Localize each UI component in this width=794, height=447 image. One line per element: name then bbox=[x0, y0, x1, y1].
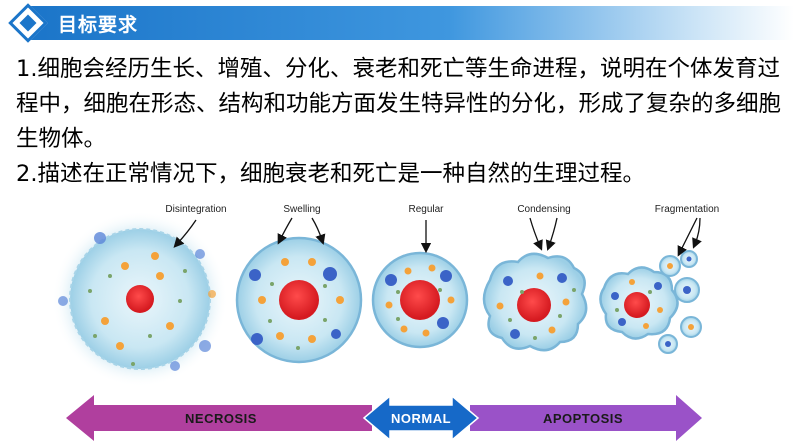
header-bar bbox=[28, 6, 794, 40]
band-label-normal: NORMAL bbox=[390, 411, 452, 426]
section-title: 目标要求 bbox=[58, 14, 139, 36]
band-label-apoptosis: APOPTOSIS bbox=[542, 411, 624, 426]
band-label-necrosis: NECROSIS bbox=[185, 411, 257, 426]
stage-label-condensing: Condensing bbox=[517, 204, 571, 215]
cell-death-illustration bbox=[52, 211, 702, 442]
pointer-arrows bbox=[173, 217, 702, 257]
section-header: 目标要求 bbox=[0, 0, 794, 44]
cell-swelling bbox=[235, 236, 363, 364]
stage-label-fragmentation: Fragmentation bbox=[654, 204, 720, 215]
cell-fragmentation bbox=[599, 250, 702, 354]
cell-regular bbox=[371, 251, 469, 349]
objective-2: 2.描述在正常情况下，细胞衰老和死亡是一种自然的生理过程。 bbox=[16, 161, 645, 187]
necrosis-arrow bbox=[66, 395, 372, 441]
normal-arrow bbox=[362, 394, 480, 442]
stage-label-regular: Regular bbox=[408, 204, 444, 215]
apoptosis-arrow bbox=[470, 395, 702, 441]
cell-condensing bbox=[482, 252, 588, 352]
stage-label-swelling: Swelling bbox=[283, 204, 321, 215]
objective-1: 1.细胞会经历生长、增殖、分化、衰老和死亡等生命进程，说明在个体发育过程中，细胞… bbox=[16, 56, 782, 152]
stage-label-disintegration: Disintegration bbox=[165, 204, 227, 215]
cell-death-figure: Disintegration Swelling Regular Condensi… bbox=[0, 196, 794, 447]
cell-disintegration bbox=[52, 211, 228, 387]
